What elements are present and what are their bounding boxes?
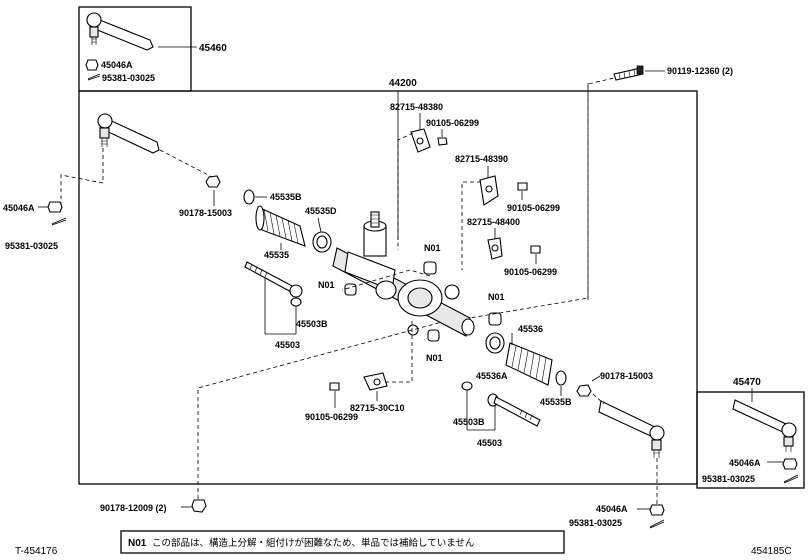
mount-bolt-90178-12009[interactable] [191, 499, 207, 513]
label-n01-a: N01 [424, 243, 441, 253]
note-text: この部品は、構造上分解・組付けが困難なため、単品では補給していません [152, 537, 474, 549]
label-90105-d: 90105-06299 [305, 412, 358, 422]
label-90119-12360: 90119-12360 (2) [667, 66, 733, 76]
bolt-90105-c[interactable] [530, 245, 541, 254]
tie-rod-end-left[interactable] [97, 113, 160, 154]
label-90105-c: 90105-06299 [504, 267, 557, 277]
footer-right-code: 454185C [751, 546, 792, 557]
label-95381-bottom: 95381-03025 [569, 518, 622, 528]
bracket-82715-48400[interactable] [487, 237, 503, 260]
lock-nut-right[interactable] [576, 384, 592, 397]
label-45460: 45460 [199, 43, 227, 54]
inner-tie-rod-left[interactable] [244, 261, 303, 298]
footer-left-code: T-454176 [15, 546, 58, 557]
bushing-n01-b[interactable] [344, 283, 357, 296]
inner-tie-rod-right[interactable] [487, 393, 541, 427]
bellows-clip-45503b-left[interactable] [290, 297, 302, 307]
tie-rod-end-inset-bottom[interactable] [732, 399, 797, 452]
label-45503b-left: 45503B [296, 319, 328, 329]
bushing-n01-d[interactable] [427, 329, 440, 342]
label-95381-inset-br: 95381-03025 [702, 474, 755, 484]
label-44200: 44200 [389, 78, 417, 89]
label-82715-48380: 82715-48380 [390, 102, 443, 112]
label-90178-right: 90178-15003 [600, 371, 653, 381]
label-90178-left: 90178-15003 [179, 208, 232, 218]
rack-boot-right[interactable] [505, 342, 553, 386]
boot-clamp-right[interactable] [485, 332, 505, 354]
note-box [120, 530, 565, 554]
bolt-90105-d[interactable] [329, 382, 340, 391]
label-90105-a: 90105-06299 [426, 118, 479, 128]
boot-clip-right[interactable] [555, 370, 567, 386]
label-45046a-inset-tl: 45046A [101, 60, 133, 70]
rack-boot-left[interactable] [255, 205, 306, 247]
label-n01-d: N01 [426, 353, 443, 363]
cotter-pin-left[interactable] [51, 217, 67, 226]
bushing-n01-c[interactable] [488, 312, 502, 326]
label-90105-b: 90105-06299 [507, 203, 560, 213]
castle-nut-left[interactable] [47, 201, 63, 213]
steering-gear-housing[interactable] [332, 211, 475, 337]
cotter-pin-bottom[interactable] [649, 519, 665, 529]
label-82715-30c10: 82715-30C10 [350, 403, 405, 413]
note-code: N01 [128, 538, 147, 549]
cotter-pin-icon[interactable] [87, 73, 101, 81]
label-45046a-left: 45046A [3, 203, 35, 213]
label-45535b-right: 45535B [540, 397, 572, 407]
label-45536: 45536 [518, 324, 543, 334]
castle-nut-icon[interactable] [85, 59, 99, 71]
label-45535d: 45535D [305, 206, 337, 216]
boot-clip-left[interactable] [243, 189, 255, 205]
castle-nut-bottom[interactable] [649, 504, 665, 516]
mount-bolt-90119[interactable] [613, 65, 644, 81]
label-45535: 45535 [264, 250, 289, 260]
cotter-pin-inset-br[interactable] [783, 474, 799, 484]
bellows-clip-45503b-right[interactable] [461, 381, 473, 391]
inset-box-bottom-right [696, 391, 805, 489]
bolt-90105-b[interactable] [517, 182, 528, 191]
label-n01-c: N01 [488, 292, 505, 302]
bracket-82715-48390[interactable] [479, 175, 499, 206]
bushing-n01-a[interactable] [423, 261, 437, 275]
label-45046a-inset-br: 45046A [729, 458, 761, 468]
label-45503b-right: 45503B [453, 417, 485, 427]
bracket-82715-48380[interactable] [410, 128, 431, 153]
label-45535b-left: 45535B [270, 192, 302, 202]
label-45503-left: 45503 [275, 340, 300, 350]
label-95381-inset-tl: 95381-03025 [102, 73, 155, 83]
label-90178-12009: 90178-12009 (2) [100, 503, 167, 513]
label-45503-right: 45503 [477, 438, 502, 448]
bracket-82715-30c10[interactable] [363, 372, 388, 391]
label-45046a-bottom: 45046A [596, 504, 628, 514]
main-assembly-box [78, 90, 698, 485]
label-n01-b: N01 [318, 280, 335, 290]
tie-rod-end-right[interactable] [598, 400, 665, 458]
tie-rod-end-inset-top[interactable] [86, 12, 154, 51]
bolt-90105-a[interactable] [437, 137, 448, 146]
label-45470: 45470 [733, 377, 761, 388]
label-82715-48390: 82715-48390 [455, 154, 508, 164]
lock-nut-left[interactable] [205, 175, 221, 188]
label-95381-left: 95381-03025 [5, 241, 58, 251]
boot-clamp-left[interactable] [312, 231, 332, 253]
castle-nut-inset-br[interactable] [782, 458, 798, 470]
label-82715-48400: 82715-48400 [467, 217, 520, 227]
label-45536a: 45536A [476, 371, 508, 381]
